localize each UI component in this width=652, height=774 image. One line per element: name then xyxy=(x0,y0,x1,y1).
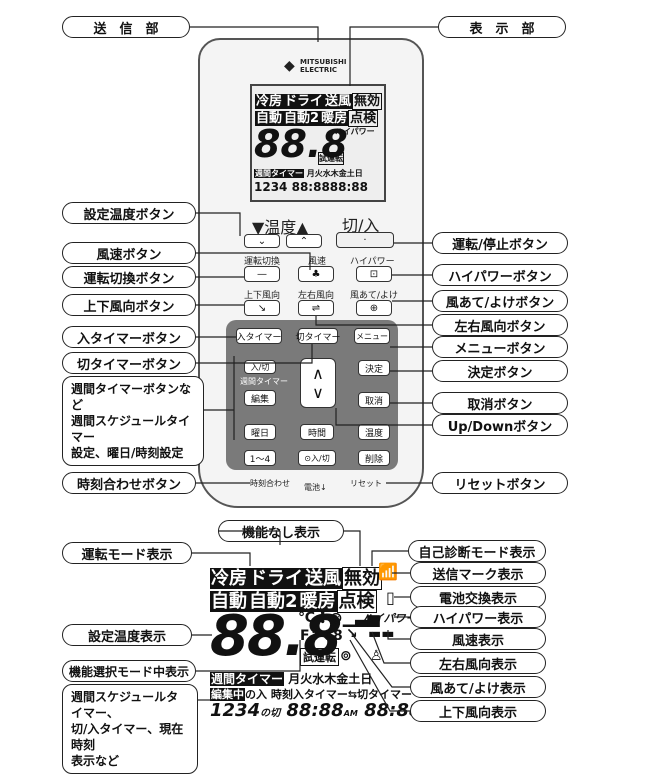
label-mode-btn: 運転切換ボタン xyxy=(62,266,196,288)
lcd2-mode-row1: 冷房ドライ送風無効 xyxy=(210,567,382,590)
label-sender: 送 信 部 xyxy=(62,16,190,38)
lcd-hipower: ハイパワー xyxy=(335,127,375,136)
label-off-timer-btn: 切タイマーボタン xyxy=(62,352,196,374)
label-weekly-group: 週間タイマーボタンなど 週間スケジュールタイマー 設定、曜日/時刻設定 xyxy=(62,376,204,466)
func-select-icon: F↕↕8 xyxy=(300,628,343,644)
menu-button[interactable]: メニュー xyxy=(354,328,390,344)
lcd-weekly: 週間タイマー 月火水木金土日 xyxy=(254,169,363,178)
temp-up-button[interactable]: ⌃ xyxy=(286,234,322,248)
label-fan-speed-btn: 風速ボタン xyxy=(62,242,196,264)
onoff-label: 切/入 xyxy=(342,216,380,235)
clock-label: 時刻合わせ xyxy=(250,479,290,488)
fan-label: 風速 xyxy=(308,257,327,267)
vane-button[interactable]: ↘ xyxy=(244,300,280,316)
reset-label: リセット xyxy=(350,479,382,488)
label-louver-btn: 左右風向ボタン xyxy=(432,314,568,336)
delete-button[interactable]: 削除 xyxy=(358,450,390,466)
label-set-temp-btn: 設定温度ボタン xyxy=(62,202,196,224)
label-set-btn: 決定ボタン xyxy=(432,360,568,382)
in-off2-button[interactable]: ⊙入/切 xyxy=(298,450,336,466)
lcd2-hipower: ハイパワー xyxy=(362,612,417,625)
label-air-direct-btn: 風あて/よけボタン xyxy=(432,290,568,312)
lcd2-weekly-row: 週間タイマー 月火水木金土日 xyxy=(210,672,373,686)
label-on-timer-btn: 入タイマーボタン xyxy=(62,326,196,348)
label-louver: 左右風向表示 xyxy=(410,652,546,674)
off-timer-button[interactable]: 切タイマー xyxy=(296,328,341,344)
lcd2-temp-digits: 88.8 xyxy=(210,604,342,669)
label-air-direct: 風あて/よけ表示 xyxy=(410,676,546,698)
battery-icon: ▯ xyxy=(386,588,395,607)
lcd-mode-row1: 冷房ドライ送風無効 xyxy=(255,93,383,110)
mode-sw-label: 運転切換 xyxy=(244,257,281,267)
label-no-function: 機能なし表示 xyxy=(218,520,344,542)
lcd-trial: 試運転 xyxy=(318,152,344,165)
temp-down-button[interactable]: ⌄ xyxy=(244,234,280,248)
label-func-select: 機能選択モード中表示 xyxy=(62,660,196,682)
run-stop-button[interactable]: · xyxy=(336,232,394,248)
cancel-button[interactable]: 取消 xyxy=(358,392,390,408)
fan-speed-button[interactable]: ♣ xyxy=(298,266,334,282)
label-updown-btn: Up/Downボタン xyxy=(432,414,568,436)
chevron-down-icon: ∨ xyxy=(312,383,324,402)
mode-button[interactable]: — xyxy=(244,266,280,282)
hipower-label: ハイパワー xyxy=(350,257,395,267)
label-high-power-btn: ハイパワーボタン xyxy=(432,264,568,286)
day-button[interactable]: 曜日 xyxy=(244,424,276,440)
on-timer-button[interactable]: 入タイマー xyxy=(236,328,282,344)
brand-logo: MITSUBISHI ELECTRIC xyxy=(300,58,347,74)
mitsubishi-logo-icon: ◆ xyxy=(284,58,295,74)
label-fan-speed: 風速表示 xyxy=(410,628,546,650)
fan-symbol-icon: ✣⊛▁▃▅ xyxy=(316,608,380,627)
louver-label: 左右風向 xyxy=(298,291,335,301)
lcd2-unit: ℃ xyxy=(298,610,315,626)
air-direct-button[interactable]: ⊕ xyxy=(356,300,392,316)
lcd-time: 1234 88:8888:88 xyxy=(254,180,368,194)
vane-label: 上下風向 xyxy=(244,291,281,301)
transmit-icon: 📶 xyxy=(378,562,398,581)
label-weekly: 週間スケジュールタイマー、 切/入タイマー、現在時刻 表示など xyxy=(62,684,198,774)
time-button[interactable]: 時間 xyxy=(300,424,334,440)
temp-label: ▼温度▲ xyxy=(252,218,309,237)
label-cancel-btn: 取消ボタン xyxy=(432,392,568,414)
lcd2-timer-row: 編集中の入 時刻入タイマー⇆切タイマー xyxy=(210,688,413,701)
label-run-stop-btn: 運転/停止ボタン xyxy=(432,232,568,254)
label-menu-btn: メニューボタン xyxy=(432,336,568,358)
label-reset-btn: リセットボタン xyxy=(432,472,568,494)
chevron-up-icon: ∧ xyxy=(312,364,324,383)
weekly-timer-label: 週間タイマー xyxy=(240,377,288,386)
battery-label: 電池↓ xyxy=(304,483,327,492)
louver-button[interactable]: ⇌ xyxy=(298,300,334,316)
set-button[interactable]: 決定 xyxy=(358,360,390,376)
label-vane: 上下風向表示 xyxy=(410,700,546,722)
label-op-mode: 運転モード表示 xyxy=(62,542,192,564)
label-self-diag: 自己診断モード表示 xyxy=(408,540,546,562)
label-set-temp: 設定温度表示 xyxy=(62,624,192,646)
air-direct-icon: ↘ xyxy=(346,626,358,642)
air-icon: ⊚ xyxy=(340,648,352,664)
high-power-button[interactable]: ⊡ xyxy=(356,266,392,282)
one-four-button[interactable]: 1〜4 xyxy=(244,450,276,466)
label-display: 表 示 部 xyxy=(438,16,566,38)
label-clock-btn: 時刻合わせボタン xyxy=(62,472,196,494)
label-vane-btn: 上下風向ボタン xyxy=(62,294,196,316)
updown-button[interactable]: ∧∨ xyxy=(300,358,336,408)
airdirect-label: 風あて/よけ xyxy=(350,291,398,301)
label-transmit: 送信マーク表示 xyxy=(410,562,546,584)
label-high-power: ハイパワー表示 xyxy=(410,606,546,628)
edit-button[interactable]: 編集 xyxy=(244,390,276,406)
lcd-temp-digits: 88.8 xyxy=(254,122,348,166)
fan-icon: ♣ xyxy=(311,268,321,280)
